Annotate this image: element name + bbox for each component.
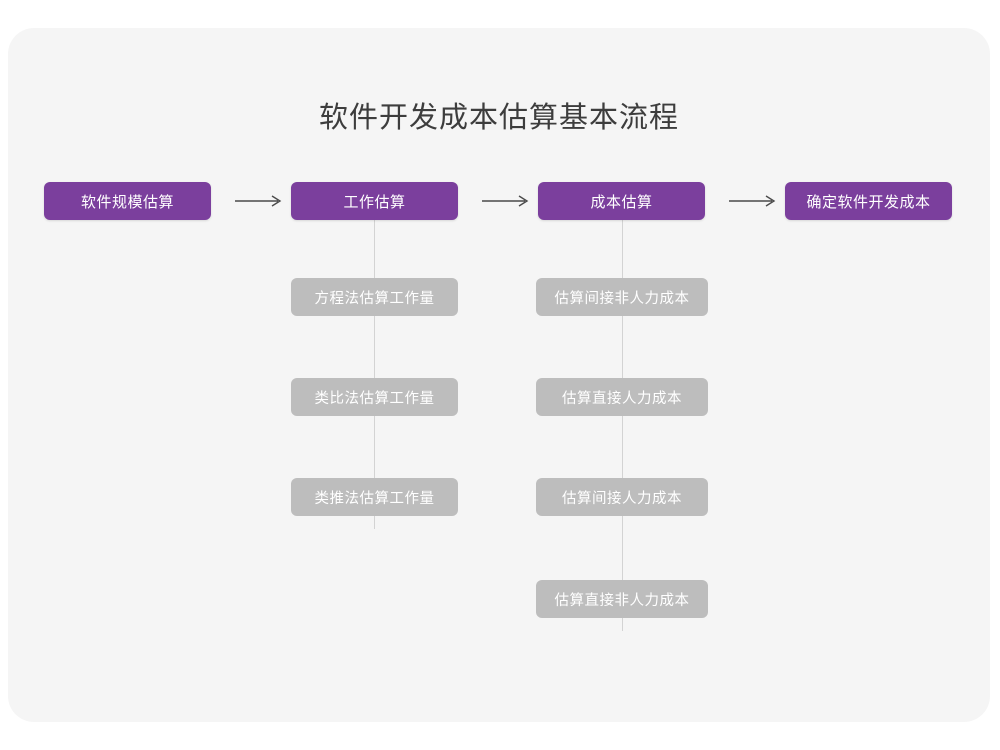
node-label: 软件规模估算	[80, 193, 174, 211]
diagram-card: 软件开发成本估算基本流程 软件规模估算 工作估算 成本估算 确定软件开发成本 方…	[8, 28, 990, 722]
right-arrow-icon-2	[477, 182, 537, 220]
node-label: 估算直接非人力成本	[554, 592, 690, 609]
node-effort-estimation[interactable]: 工作估算	[291, 182, 458, 220]
node-analogue-method-effort[interactable]: 类推法估算工作量	[291, 478, 458, 516]
node-direct-labor-cost[interactable]: 估算直接人力成本	[536, 378, 708, 416]
node-label: 类比法估算工作量	[314, 390, 435, 407]
node-equation-method-effort[interactable]: 方程法估算工作量	[291, 278, 458, 316]
node-label: 方程法估算工作量	[314, 290, 435, 307]
node-software-scale-estimation[interactable]: 软件规模估算	[44, 182, 211, 220]
node-indirect-labor-cost[interactable]: 估算间接人力成本	[536, 478, 708, 516]
node-direct-non-labor-cost[interactable]: 估算直接非人力成本	[536, 580, 708, 618]
page-title: 软件开发成本估算基本流程	[318, 102, 679, 134]
node-label: 估算间接人力成本	[562, 490, 682, 507]
node-label: 成本估算	[590, 193, 653, 211]
node-label: 估算间接非人力成本	[554, 290, 690, 307]
node-label: 确定软件开发成本	[806, 193, 931, 211]
node-label: 估算直接人力成本	[562, 390, 682, 407]
connector-cost-column	[622, 219, 623, 631]
node-indirect-non-labor-cost[interactable]: 估算间接非人力成本	[536, 278, 708, 316]
node-label: 工作估算	[343, 193, 406, 211]
right-arrow-icon-1	[230, 182, 290, 220]
node-analogy-method-effort[interactable]: 类比法估算工作量	[291, 378, 458, 416]
node-label: 类推法估算工作量	[314, 490, 435, 507]
node-cost-estimation[interactable]: 成本估算	[538, 182, 705, 220]
node-determine-development-cost[interactable]: 确定软件开发成本	[785, 182, 952, 220]
connector-work-column	[374, 219, 375, 529]
right-arrow-icon-3	[724, 182, 784, 220]
